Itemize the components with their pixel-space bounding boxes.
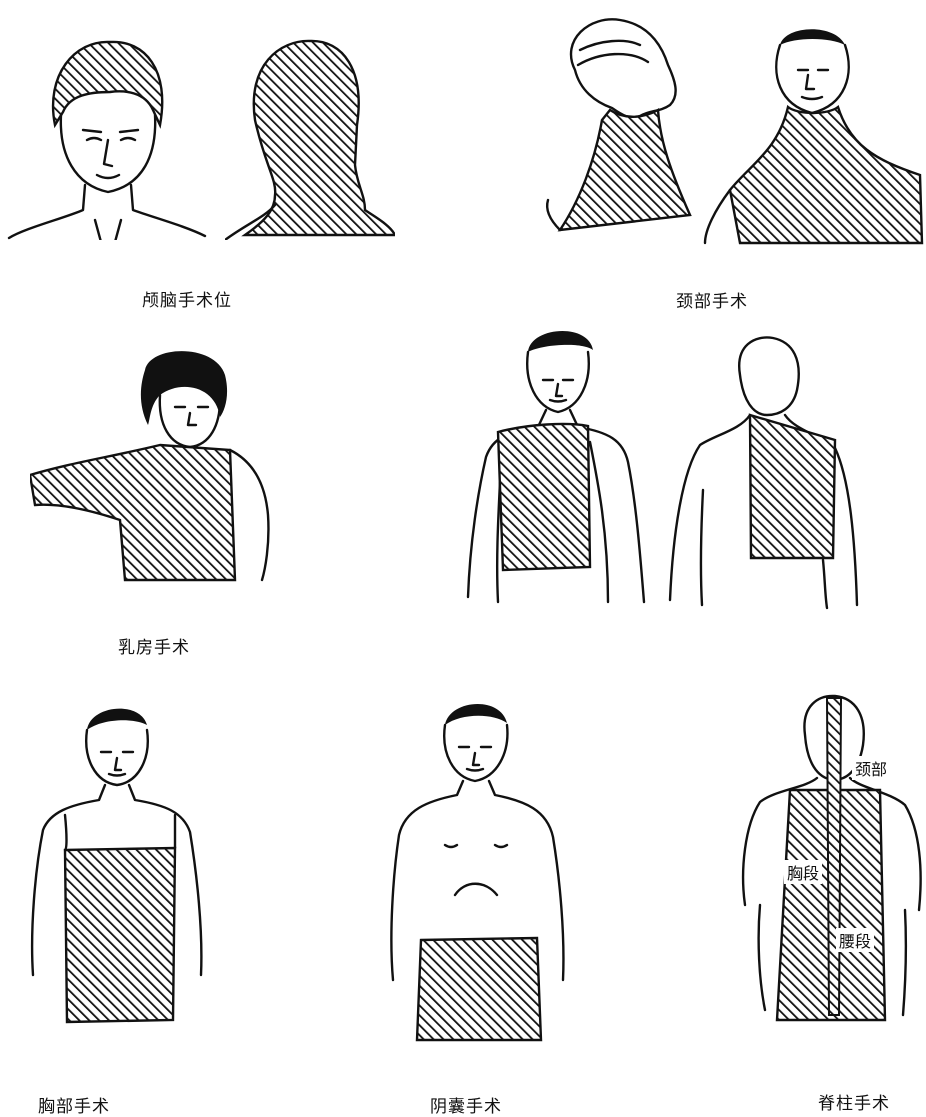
- caption-spine: 脊柱手术: [818, 1089, 890, 1114]
- caption-chest: 胸部手术: [38, 1092, 110, 1117]
- breast-figure: [30, 345, 280, 590]
- cranial-front-figure: [5, 30, 210, 240]
- spine-label-lumbar: 腰段: [836, 928, 874, 952]
- perineum-figure: [385, 695, 585, 1045]
- spine-figure: [735, 690, 925, 1025]
- spine-label-thoracic: 胸段: [784, 860, 822, 884]
- cranial-back-figure: [225, 35, 395, 240]
- torso-back-figure: [655, 330, 865, 610]
- caption-perineum: 阴囊手术: [430, 1092, 502, 1117]
- spine-label-cervical: 颈部: [852, 756, 890, 780]
- chest-figure: [25, 700, 215, 1030]
- caption-cranial: 颅脑手术位: [142, 286, 232, 311]
- neck-front-figure: [700, 15, 925, 245]
- caption-breast: 乳房手术: [118, 633, 190, 658]
- torso-front-figure: [458, 322, 648, 607]
- neck-side-figure: [540, 10, 700, 235]
- caption-neck: 颈部手术: [676, 287, 748, 312]
